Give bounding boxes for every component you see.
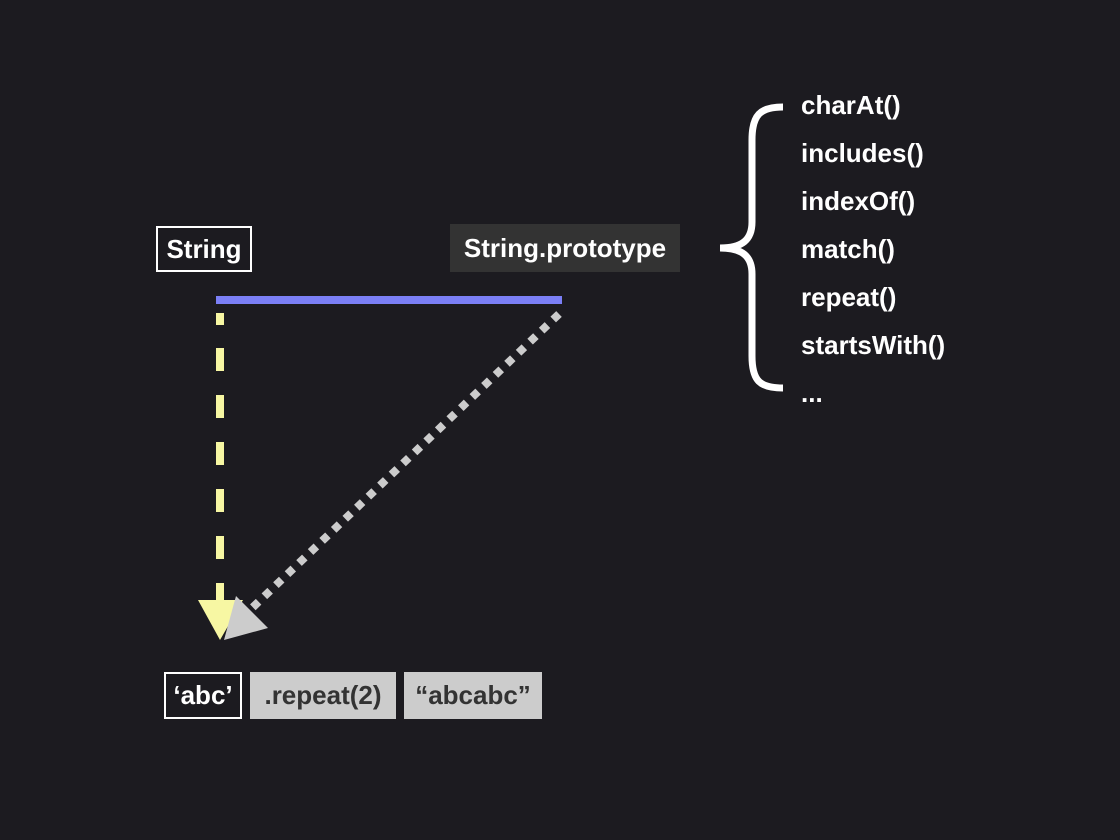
string-constructor-node: String [156,226,252,272]
method-item-ellipsis: ... [801,378,823,408]
result-node: “abcabc” [404,672,542,719]
method-item: repeat() [801,282,897,312]
string-prototype-node: String.prototype [450,224,680,272]
curly-brace-icon [719,103,784,392]
constructor-arrowhead [198,600,243,640]
method-item: match() [801,234,895,264]
prototype-methods-list: charAt() includes() indexOf() match() re… [801,84,945,420]
method-item: indexOf() [801,186,916,216]
inherits-arrowhead [224,596,268,640]
method-item: charAt() [801,90,901,120]
inherits-arrow-line [247,311,562,613]
method-call-node: .repeat(2) [250,672,396,719]
string-literal-node: ‘abc’ [164,672,242,719]
method-item: includes() [801,138,924,168]
method-item: startsWith() [801,330,946,360]
